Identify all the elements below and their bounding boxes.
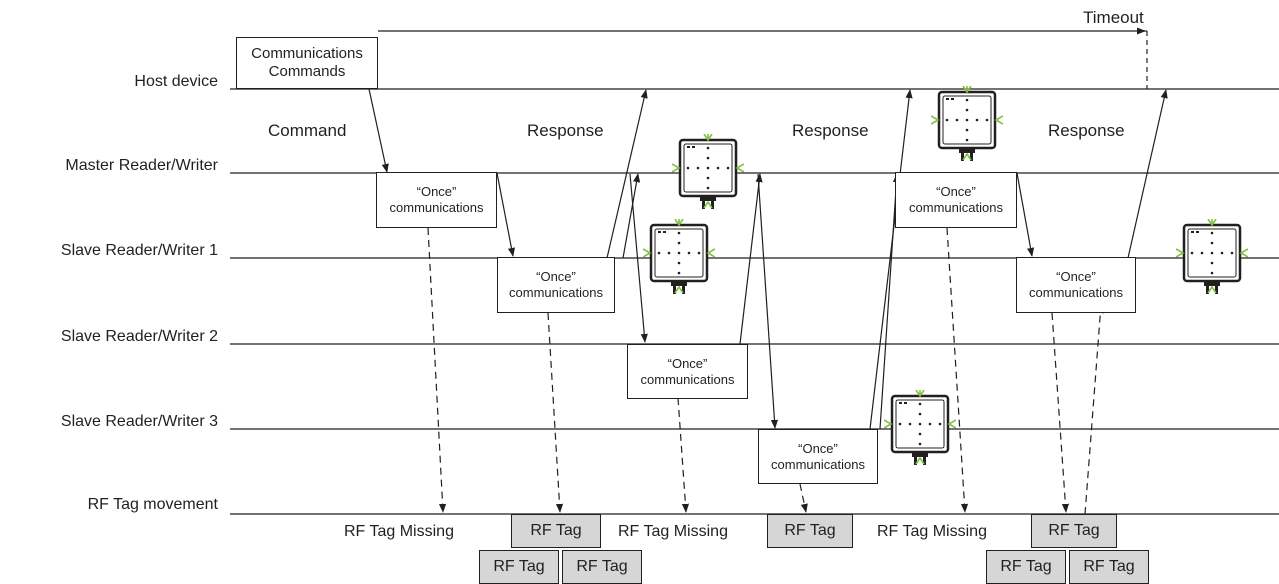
once-box-line-1: “Once” (1056, 269, 1096, 284)
response-arrow-2 (869, 89, 913, 430)
lane-label-slave-2: Slave Reader/Writer 2 (60, 328, 218, 345)
reader-writer-icon (883, 389, 957, 470)
once-box-slave1-1: “Once” communications (497, 257, 615, 313)
response-label-1: Response (527, 121, 604, 140)
once-box-slave2: “Once” communications (627, 344, 748, 399)
timeout-label: Timeout (1083, 8, 1144, 27)
lane-label-host: Host device (134, 73, 218, 90)
rf-tag-missing-2: RF Tag Missing (618, 523, 728, 540)
once-box-line-1: “Once” (936, 184, 976, 199)
tag-check-arrow-1 (427, 227, 447, 513)
rf-tag-box: RF Tag (479, 550, 559, 584)
lane-label-rf-tag: RF Tag movement (87, 496, 218, 513)
tag-response-arrow (1084, 304, 1104, 515)
once-box-line-2: communications (509, 285, 603, 300)
timeout-marker (378, 27, 1148, 89)
forward-arrow-4 (1016, 172, 1035, 257)
lane-label-master: Master Reader/Writer (65, 157, 218, 174)
once-box-line-2: communications (1029, 285, 1123, 300)
relay-arrow-2 (739, 173, 763, 345)
tag-check-arrows (427, 227, 1104, 515)
command-label: Command (268, 121, 347, 140)
relay-arrow-3 (879, 173, 901, 430)
relay-arrow-1 (622, 173, 641, 259)
once-box-line-2: communications (771, 456, 865, 472)
rf-tag-box: RF Tag (986, 550, 1066, 584)
once-box-line-1: “Once” (536, 269, 576, 284)
once-box-master-2: “Once” communications (895, 172, 1017, 228)
forward-arrow-3 (757, 173, 779, 429)
tag-check-arrow-2 (547, 312, 564, 513)
response-label-3: Response (1048, 121, 1125, 140)
response-arrow-3 (1127, 89, 1168, 259)
tag-check-arrow-4 (799, 483, 808, 513)
forward-arrow-2 (629, 173, 648, 343)
once-box-line-1: “Once” (416, 184, 457, 199)
reader-writer-icon (671, 133, 745, 214)
lane-label-slave-3: Slave Reader/Writer 3 (60, 413, 218, 430)
rf-tag-missing-1: RF Tag Missing (344, 523, 454, 540)
once-box-line-2: communications (389, 200, 484, 215)
reader-writer-icon (930, 85, 1004, 166)
host-commands-box: Communications Commands (236, 37, 378, 89)
tag-check-arrow-3 (677, 397, 690, 513)
reader-writer-icon (1175, 218, 1249, 299)
command-arrow (368, 88, 389, 173)
lane-label-slave-1: Slave Reader/Writer 1 (60, 242, 218, 259)
once-box-line-1: “Once” (798, 440, 838, 456)
forward-arrow-1 (496, 172, 516, 257)
host-box-line-1: Communications (251, 45, 363, 62)
reader-writer-icon (642, 218, 716, 299)
tag-check-arrow-6 (1051, 312, 1070, 513)
once-box-slave1-2: “Once” communications (1016, 257, 1136, 313)
response-label-2: Response (792, 121, 869, 140)
once-box-master-1: “Once” communications (376, 172, 497, 228)
response-arrow-1 (606, 89, 648, 259)
rf-tag-box: RF Tag (767, 514, 853, 548)
rf-tag-box: RF Tag (1069, 550, 1149, 584)
rf-tag-missing-3: RF Tag Missing (877, 523, 987, 540)
once-box-line-1: “Once” (667, 355, 708, 371)
message-arrows (368, 88, 1168, 430)
once-box-line-2: communications (909, 200, 1003, 215)
rf-tag-box: RF Tag (511, 514, 601, 548)
once-box-line-2: communications (640, 371, 735, 387)
rf-tag-box: RF Tag (562, 550, 642, 584)
host-box-line-2: Commands (268, 63, 346, 80)
once-box-slave3: “Once” communications (758, 429, 878, 484)
rf-tag-box: RF Tag (1031, 514, 1117, 548)
